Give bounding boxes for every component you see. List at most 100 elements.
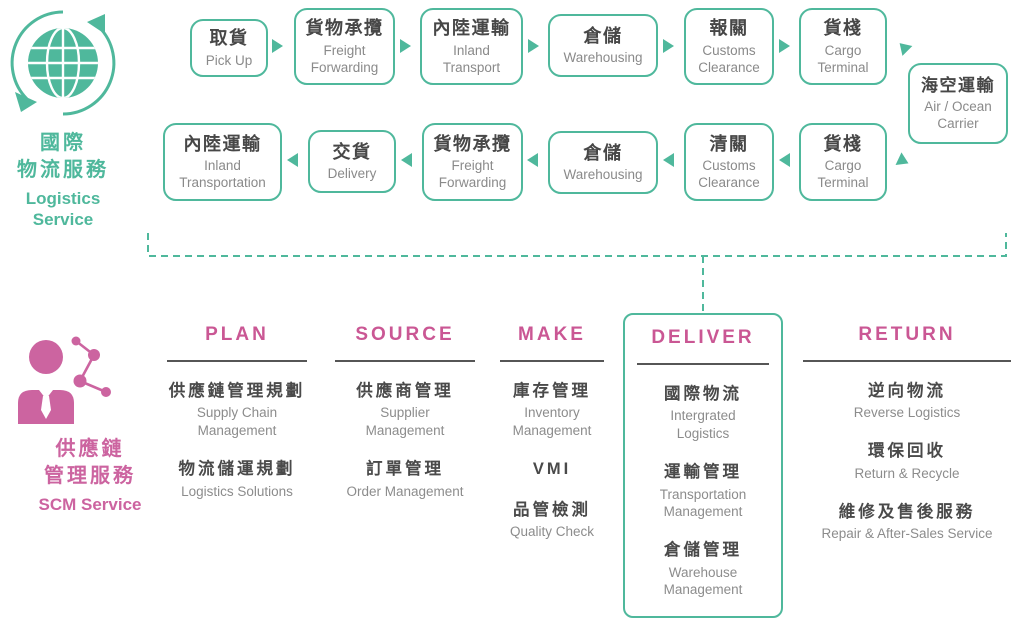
flow-box-delivery: 交貨 Delivery: [308, 130, 396, 193]
box-label-en: Air / Ocean Carrier: [924, 98, 992, 132]
header-underline: [637, 363, 769, 365]
header-underline: [500, 360, 604, 362]
header-underline: [167, 360, 307, 362]
globe-cycle-icon: [10, 10, 116, 116]
column-return: RETURN 逆向物流 Reverse Logistics 環保回收 Retur…: [792, 324, 1022, 543]
column-item: 庫存管理 Inventory Management: [477, 381, 627, 440]
item-en: Repair & After-Sales Service: [821, 525, 993, 541]
column-item: 供應商管理 Supplier Management: [320, 381, 490, 440]
box-label-en: Freight Forwarding: [438, 158, 507, 191]
flow-box-freight-forwarding-1: 貨物承攬 Freight Forwarding: [294, 8, 395, 85]
box-label-zh: 貨棧: [823, 18, 863, 39]
column-header: MAKE: [518, 324, 586, 345]
flow-box-warehousing-2: 倉儲 Warehousing: [548, 131, 658, 194]
arrow-right-icon: [663, 39, 674, 53]
column-item: 逆向物流 Reverse Logistics: [792, 381, 1022, 422]
arrow-left-icon: [401, 153, 412, 167]
flow-box-customs-clearance-2: 清關 Customs Clearance: [684, 123, 774, 201]
column-plan: PLAN 供應鏈管理規劃 Supply Chain Management 物流儲…: [152, 324, 322, 500]
column-header: PLAN: [205, 324, 269, 345]
item-zh: 訂單管理: [366, 460, 444, 479]
item-zh: 供應商管理: [356, 382, 454, 400]
flow-box-inland-transportation: 內陸運輸 Inland Transportation: [163, 123, 282, 201]
box-label-en: Inland Transportation: [179, 158, 266, 191]
header-underline: [335, 360, 475, 362]
box-label-en: Freight Forwarding: [310, 42, 379, 75]
column-item: 運輸管理 Transportation Management: [625, 462, 781, 521]
arrow-left-icon: [779, 153, 790, 167]
flow-box-warehousing-1: 倉儲 Warehousing: [548, 14, 658, 77]
flow-box-pickup: 取貨 Pick Up: [190, 19, 268, 77]
box-label-en: Warehousing: [563, 50, 643, 66]
box-label-en: Warehousing: [563, 167, 643, 183]
item-zh: VMI: [532, 460, 572, 479]
column-item: 環保回收 Return & Recycle: [792, 441, 1022, 482]
column-item: 倉儲管理 Warehouse Management: [625, 540, 781, 599]
box-label-en: Pick Up: [205, 52, 253, 68]
flow-box-customs-clearance-1: 報關 Customs Clearance: [684, 8, 774, 85]
column-make: MAKE 庫存管理 Inventory Management VMI 品管檢測 …: [477, 324, 627, 541]
box-label-zh: 內陸運輸: [183, 133, 262, 154]
item-en: Supply Chain Management: [196, 405, 278, 439]
box-label-en: Inland Transport: [442, 42, 501, 75]
box-label-zh: 清關: [709, 133, 749, 154]
item-en: Transportation Management: [659, 486, 747, 520]
scm-label-zh2: 管理服務: [44, 465, 136, 487]
arrow-left-icon: [527, 153, 538, 167]
arrow-left-icon: [287, 153, 298, 167]
flow-box-air-ocean-carrier: 海空運輸 Air / Ocean Carrier: [908, 63, 1008, 144]
flow-box-cargo-terminal-1: 貨棧 Cargo Terminal: [799, 8, 887, 85]
item-en: Supplier Management: [365, 405, 445, 439]
column-item: 品管檢測 Quality Check: [477, 500, 627, 541]
item-en: Logistics Solutions: [181, 483, 293, 499]
item-en: Warehouse Management: [663, 564, 743, 598]
box-label-en: Cargo Terminal: [817, 158, 869, 191]
column-item: 物流儲運規劃 Logistics Solutions: [152, 459, 322, 500]
box-label-zh: 報關: [709, 18, 749, 39]
box-label-en: Customs Clearance: [698, 158, 760, 191]
column-header: SOURCE: [355, 324, 455, 345]
flow-box-cargo-terminal-2: 貨棧 Cargo Terminal: [799, 123, 887, 201]
column-item: 訂單管理 Order Management: [320, 459, 490, 500]
item-en: Inventory Management: [512, 405, 592, 439]
box-label-zh: 倉儲: [583, 25, 623, 46]
column-header: DELIVER: [651, 327, 755, 348]
arrow-right-icon: [272, 39, 283, 53]
column-item: 維修及售後服務 Repair & After-Sales Service: [792, 502, 1022, 543]
column-source: SOURCE 供應商管理 Supplier Management 訂單管理 Or…: [320, 324, 490, 500]
item-zh: 運輸管理: [664, 463, 742, 482]
box-label-zh: 貨物承攬: [433, 133, 512, 154]
logistics-service-label: 國際 物流服務 Logistics Service: [2, 130, 124, 231]
column-item: VMI: [477, 459, 627, 480]
box-label-zh: 貨物承攬: [305, 18, 384, 39]
scm-label-zh1: 供應鏈: [55, 438, 125, 460]
item-zh: 倉儲管理: [664, 541, 742, 560]
item-zh: 供應鏈管理規劃: [168, 382, 306, 400]
scm-service-label: 供應鏈 管理服務 SCM Service: [15, 436, 165, 515]
arrow-left-icon: [663, 153, 674, 167]
logistics-label-zh2: 物流服務: [17, 159, 109, 181]
item-en: Order Management: [346, 483, 464, 499]
box-label-en: Delivery: [327, 166, 377, 182]
column-item: 供應鏈管理規劃 Supply Chain Management: [152, 381, 322, 440]
box-label-zh: 倉儲: [583, 142, 623, 163]
column-item: 國際物流 Intergrated Logistics: [625, 384, 781, 443]
logistics-label-zh1: 國際: [40, 132, 86, 154]
arrow-right-icon: [779, 39, 790, 53]
item-en: Return & Recycle: [854, 465, 960, 481]
arrow-right-icon: [400, 39, 411, 53]
box-label-zh: 取貨: [209, 28, 249, 49]
column-deliver: DELIVER 國際物流 Intergrated Logistics 運輸管理 …: [623, 313, 783, 618]
header-underline: [803, 360, 1011, 362]
item-en: Reverse Logistics: [853, 405, 961, 421]
item-zh: 維修及售後服務: [838, 502, 976, 521]
flow-box-freight-forwarding-2: 貨物承攬 Freight Forwarding: [422, 123, 523, 201]
box-label-en: Customs Clearance: [698, 42, 760, 75]
logistics-label-en: Logistics Service: [25, 189, 101, 230]
flow-box-inland-transport: 內陸運輸 Inland Transport: [420, 8, 523, 85]
item-en: Intergrated Logistics: [670, 408, 736, 442]
item-zh: 物流儲運規劃: [178, 460, 296, 479]
arrow-down-right-icon: [895, 152, 912, 170]
person-network-icon: [18, 336, 111, 424]
